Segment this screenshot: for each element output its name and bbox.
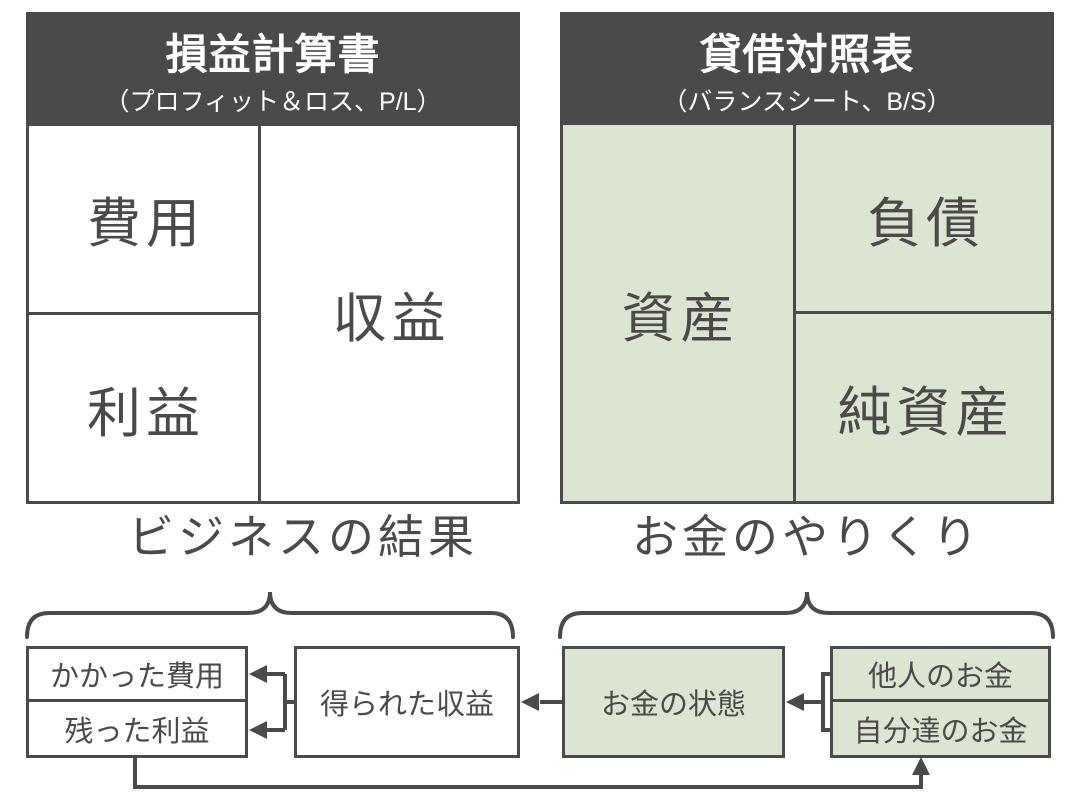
brace-right [558,591,1055,639]
flow-box-remaining-profit: 残った利益 [26,699,248,758]
flow-box-money-state: お金の状態 [562,646,785,758]
flow-box-earned-revenue: 得られた収益 [294,646,520,758]
arrowhead-money-to-state [786,693,804,711]
pl-caption: ビジネスの結果 [128,511,478,563]
arrowhead-state-to-revenue [521,693,539,711]
pl-title: 損益計算書 [165,30,381,78]
feedback-line-profit-to-own-money [133,756,923,789]
bs-cell-assets: 資産 [563,125,796,501]
arrowhead-revenue-to-cost [249,665,267,683]
bs-caption: お金のやりくり [632,511,982,563]
bs-statement-table: 貸借対照表 （バランスシート、B/S） 資産 負債 純資産 [560,12,1054,504]
pl-statement-table: 損益計算書 （プロフィット＆ロス、P/L） 費用 利益 収益 [26,12,520,504]
brace-left [25,591,515,639]
arrowhead-profit-to-own-money [912,757,930,775]
bs-title: 貸借対照表 [699,30,915,78]
split-connector-revenue [283,674,294,730]
flow-box-own-money: 自分達のお金 [830,699,1051,758]
merge-connector-money [821,672,830,732]
arrowhead-revenue-to-profit [249,721,267,739]
bs-cell-liabilities: 負債 [796,125,1051,314]
pl-cell-expenses: 費用 [29,125,261,315]
bs-cell-net-assets: 純資産 [796,314,1051,501]
pl-cell-revenue: 収益 [332,288,451,349]
pl-header: 損益計算書 （プロフィット＆ロス、P/L） [28,14,518,126]
pl-subtitle: （プロフィット＆ロス、P/L） [104,88,442,117]
bs-subtitle: （バランスシート、B/S） [662,88,952,117]
bs-header: 貸借対照表 （バランスシート、B/S） [562,14,1052,126]
pl-cell-profit: 利益 [29,315,261,501]
flow-box-cost-incurred: かかった費用 [26,646,248,702]
flow-box-others-money: 他人のお金 [830,646,1051,702]
